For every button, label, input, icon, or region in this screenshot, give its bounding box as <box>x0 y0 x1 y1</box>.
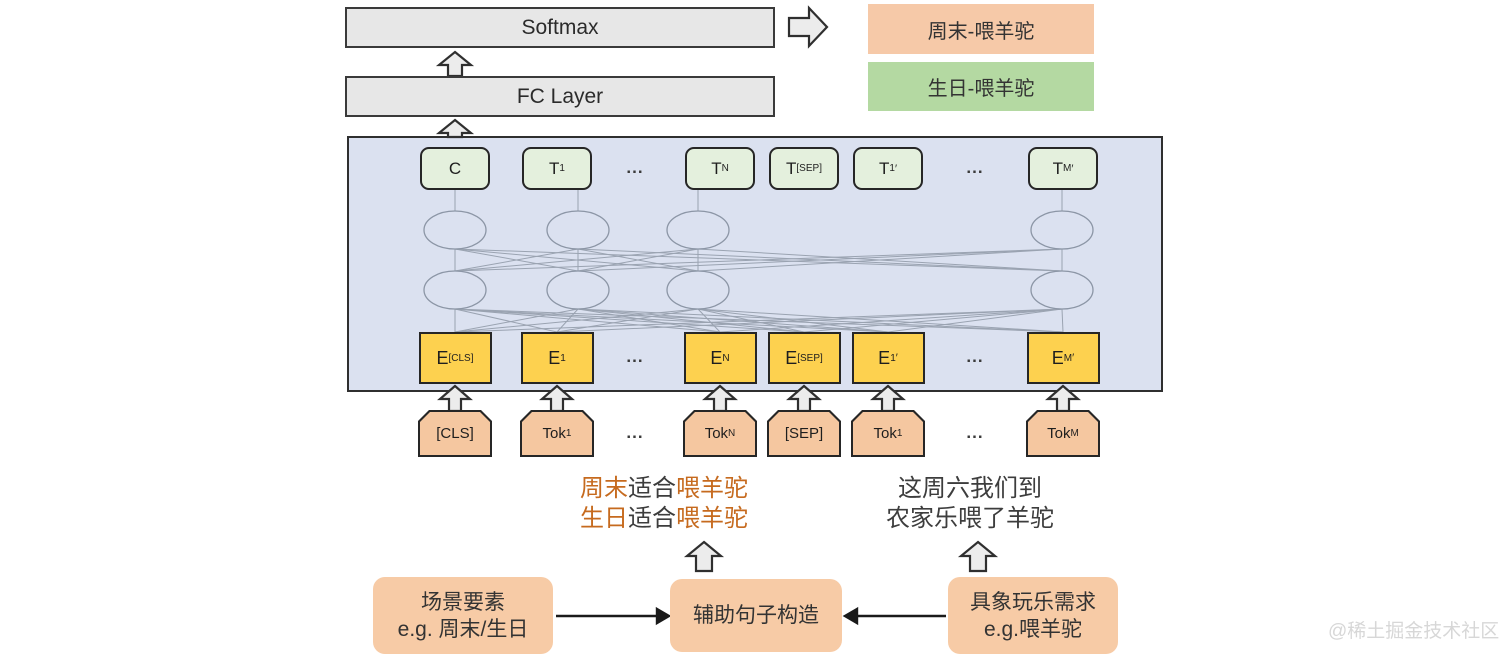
result-label-weekend: 周末-喂羊驼 <box>868 4 1094 54</box>
sentence-line: 这周六我们到 <box>840 474 1100 504</box>
token-label: [CLS] <box>420 412 490 455</box>
ellipsis: ... <box>966 423 984 442</box>
embedding-node-4: E[SEP] <box>767 332 841 384</box>
scene-elements-line1: 场景要素 <box>421 590 505 614</box>
play-demand-line1: 具象玩乐需求 <box>970 590 1096 614</box>
ellipsis: ... <box>626 423 644 442</box>
watermark: @稀土掘金技术社区 <box>1328 621 1500 642</box>
play-demand-line2: e.g.喂羊驼 <box>983 617 1083 641</box>
sentence-builder-line1: 辅助句子构造 <box>693 604 819 627</box>
ellipsis: ... <box>626 347 644 366</box>
unit-node-4: T[SEP] <box>769 147 839 190</box>
scene-elements-line2: e.g. 周末/生日 <box>397 617 529 641</box>
ellipsis: ... <box>966 347 984 366</box>
sentence-segment: 喂羊驼 <box>676 475 748 502</box>
sentence-segment: 适合 <box>628 475 676 502</box>
original-sentence: 这周六我们到农家乐喂了羊驼 <box>840 474 1100 534</box>
ellipsis: ... <box>966 158 984 177</box>
unit-node-0: C <box>420 147 490 190</box>
sentence-segment: 生日 <box>580 505 628 532</box>
result-label-birthday: 生日-喂羊驼 <box>868 62 1094 111</box>
softmax-box: Softmax <box>345 7 775 48</box>
sentence-segment: 周末 <box>580 475 628 502</box>
auxiliary-sentence: 周末适合喂羊驼生日适合喂羊驼 <box>534 474 794 534</box>
sentence-line: 农家乐喂了羊驼 <box>840 504 1100 534</box>
sentence-segment: 这周六我们到 <box>898 475 1042 502</box>
fc-layer-box: FC Layer <box>345 76 775 117</box>
play-demand-box: 具象玩乐需求 e.g.喂羊驼 <box>948 577 1118 654</box>
sentence-segment: 农家乐喂了羊驼 <box>886 505 1054 532</box>
sentence-segment: 喂羊驼 <box>676 505 748 532</box>
sentence-segment: 适合 <box>628 505 676 532</box>
sentence-line: 周末适合喂羊驼 <box>534 474 794 504</box>
ellipsis: ... <box>626 158 644 177</box>
sentence-line: 生日适合喂羊驼 <box>534 504 794 534</box>
token-node-0: [CLS] <box>418 410 492 457</box>
scene-elements-box: 场景要素 e.g. 周末/生日 <box>373 577 553 654</box>
sentence-builder-box: 辅助句子构造 <box>670 579 842 652</box>
embedding-node-0: E[CLS] <box>418 332 492 384</box>
token-label: [SEP] <box>769 412 839 455</box>
token-node-4: [SEP] <box>767 410 841 457</box>
